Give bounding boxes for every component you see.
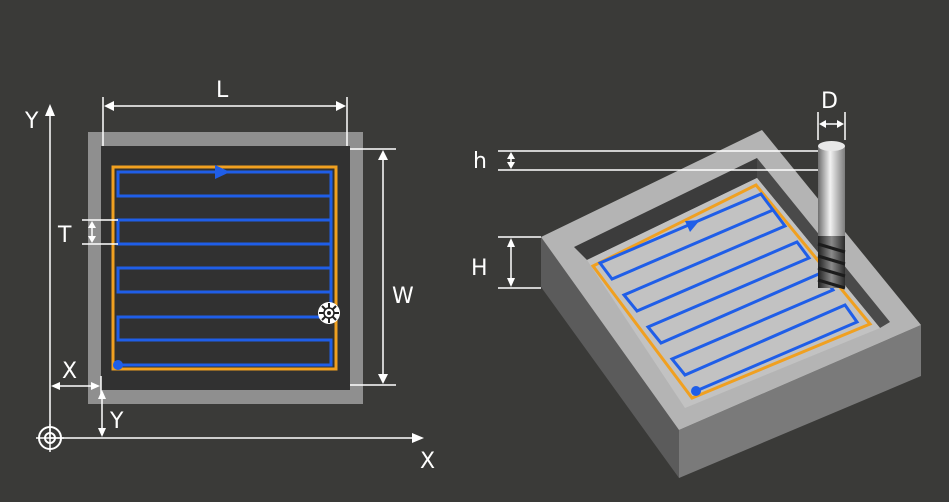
toolpath-direction-arrow — [215, 165, 230, 179]
dimension-step-depth-label: h — [473, 149, 487, 174]
dimension-length-label: L — [216, 78, 229, 103]
iso-toolpath-direction-arrow — [685, 220, 700, 232]
dimension-pocket-depth-label: H — [471, 256, 488, 281]
toolpath-start-point — [113, 360, 123, 370]
pocket-boundary — [111, 165, 338, 371]
block-left-face — [541, 237, 679, 478]
x-axis-arrow — [412, 433, 424, 443]
dimension-offset-y-label: Y — [109, 409, 124, 434]
plan-view: Y X — [24, 78, 435, 474]
coordinate-axes — [45, 104, 424, 443]
tool-top — [818, 141, 845, 151]
dimension-length — [102, 97, 348, 146]
dimension-offset-x — [51, 376, 102, 398]
dimension-offset-x-label: X — [62, 359, 77, 384]
dimension-tool-diameter-label: D — [821, 89, 838, 114]
dimension-pocket-depth — [498, 236, 541, 289]
tool-shank — [818, 146, 845, 238]
y-axis-label: Y — [24, 109, 39, 134]
block-right-face — [679, 325, 921, 478]
y-axis-arrow — [45, 104, 55, 116]
dimension-tool-diameter — [817, 112, 846, 140]
gear-icon — [318, 302, 340, 324]
end-mill-tool — [817, 141, 846, 290]
dimension-step-depth — [498, 150, 818, 171]
dimension-width — [350, 148, 396, 386]
iso-pocket-boundary — [590, 183, 873, 400]
toolpath — [116, 170, 333, 367]
x-axis-label: X — [420, 449, 435, 474]
pocket-back-wall-left — [574, 158, 757, 260]
dimension-offset-y — [98, 390, 106, 437]
iso-view: D h H — [471, 89, 921, 478]
dimension-width-label: W — [392, 284, 414, 309]
iso-toolpath — [597, 192, 860, 393]
iso-toolpath-start-point — [691, 386, 701, 396]
dimension-stepover — [82, 219, 118, 245]
dimension-stepover-label: T — [57, 223, 72, 248]
target-crosshair-icon — [36, 424, 64, 452]
